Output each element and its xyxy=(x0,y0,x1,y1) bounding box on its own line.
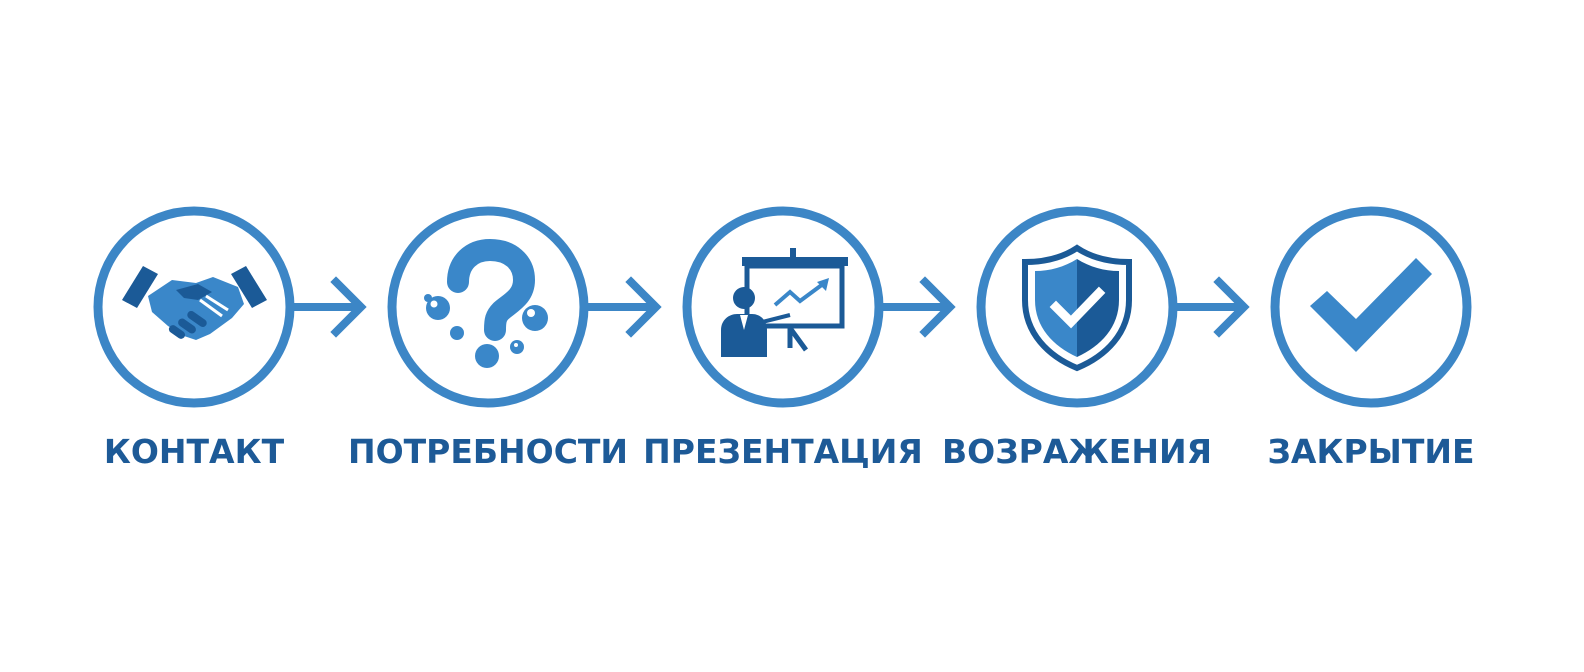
arrow-objections-to-closing xyxy=(1171,276,1250,338)
presenter-chart-icon xyxy=(721,248,848,357)
checkmark-icon xyxy=(1310,258,1432,352)
handshake-icon xyxy=(122,266,267,340)
step-label-presentation: ПРЕЗЕНТАЦИЯ xyxy=(643,432,923,471)
step-label-needs: ПОТРЕБНОСТИ xyxy=(347,432,629,471)
arrow-presentation-to-objections xyxy=(877,276,956,338)
question-bubbles-icon xyxy=(424,238,548,368)
step-label-objections: ВОЗРАЖЕНИЯ xyxy=(942,432,1212,471)
step-circle-needs xyxy=(387,206,589,408)
step-label-contact: КОНТАКТ xyxy=(103,432,285,471)
step-circle-presentation xyxy=(682,206,884,408)
shield-check-icon xyxy=(1022,244,1132,372)
arrow-needs-to-presentation xyxy=(582,276,662,338)
arrow-contact-to-needs xyxy=(288,276,367,338)
step-label-closing: ЗАКРЫТИЕ xyxy=(1267,432,1475,471)
